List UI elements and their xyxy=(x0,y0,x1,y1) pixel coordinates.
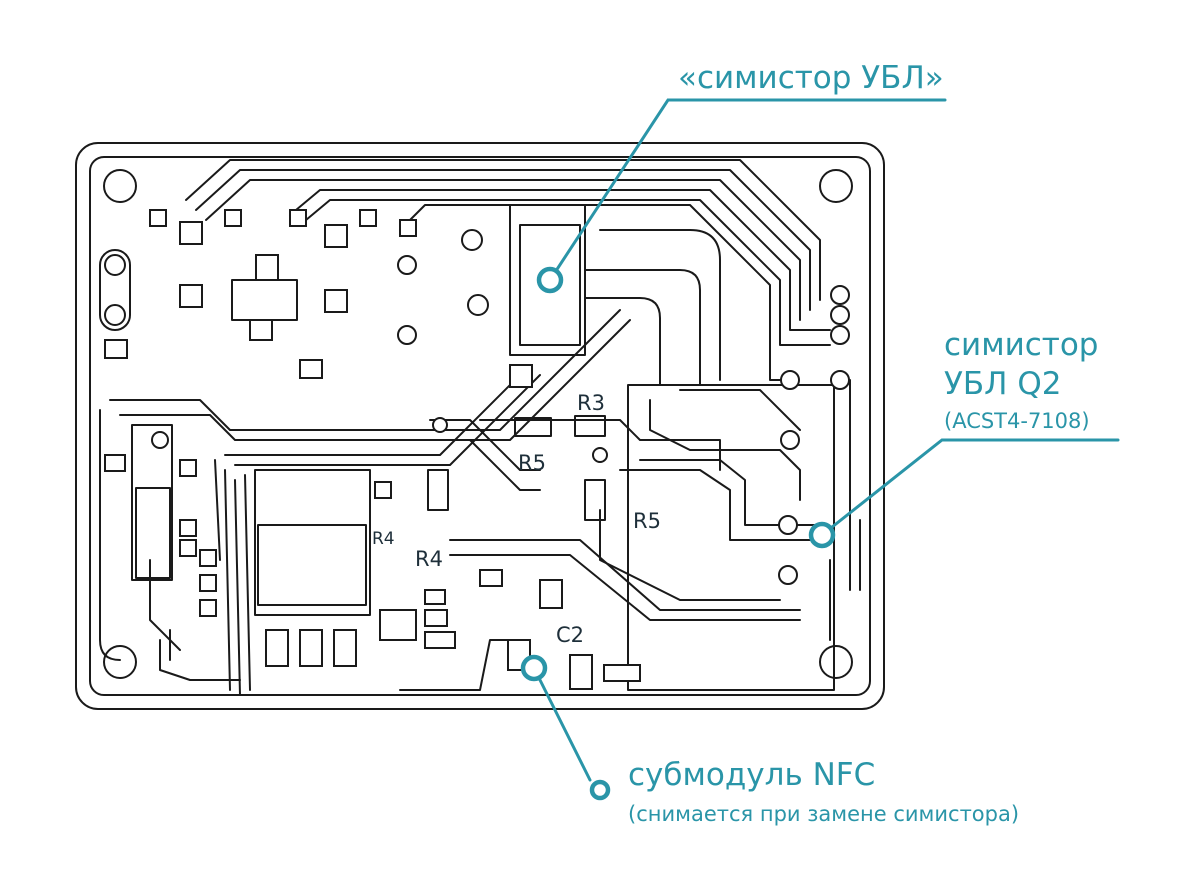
callout-triac-q2: симистор УБЛ Q2 (ACST4-7108) xyxy=(808,327,1120,549)
label-triac-q2-line1: симистор xyxy=(944,327,1098,363)
mounting-holes xyxy=(103,169,853,679)
silk-r4-small: R4 xyxy=(372,529,395,549)
label-nfc-line2: (снимается при замене симистора) xyxy=(628,802,1019,826)
label-triac-q2-part: (ACST4-7108) xyxy=(944,409,1090,433)
label-nfc-line1: субмодуль NFC xyxy=(628,757,875,793)
components xyxy=(99,204,835,691)
silk-c2: C2 xyxy=(556,623,584,647)
vias xyxy=(104,229,850,585)
silkscreen: R3 R5 R5 R4 R4 C2 xyxy=(372,391,661,647)
callout-triac-top: «симистор УБЛ» xyxy=(536,60,947,294)
callout-nfc: субмодуль NFC (снимается при замене сими… xyxy=(520,654,1019,826)
silk-r5-right: R5 xyxy=(633,509,661,533)
label-triac-q2-line2: УБЛ Q2 xyxy=(944,366,1061,402)
silk-r5-top: R5 xyxy=(518,451,546,475)
traces xyxy=(99,159,861,696)
silk-r3: R3 xyxy=(577,391,605,415)
silk-r4: R4 xyxy=(415,547,443,571)
label-triac-top: «симистор УБЛ» xyxy=(678,60,944,96)
board-outline xyxy=(75,142,885,710)
